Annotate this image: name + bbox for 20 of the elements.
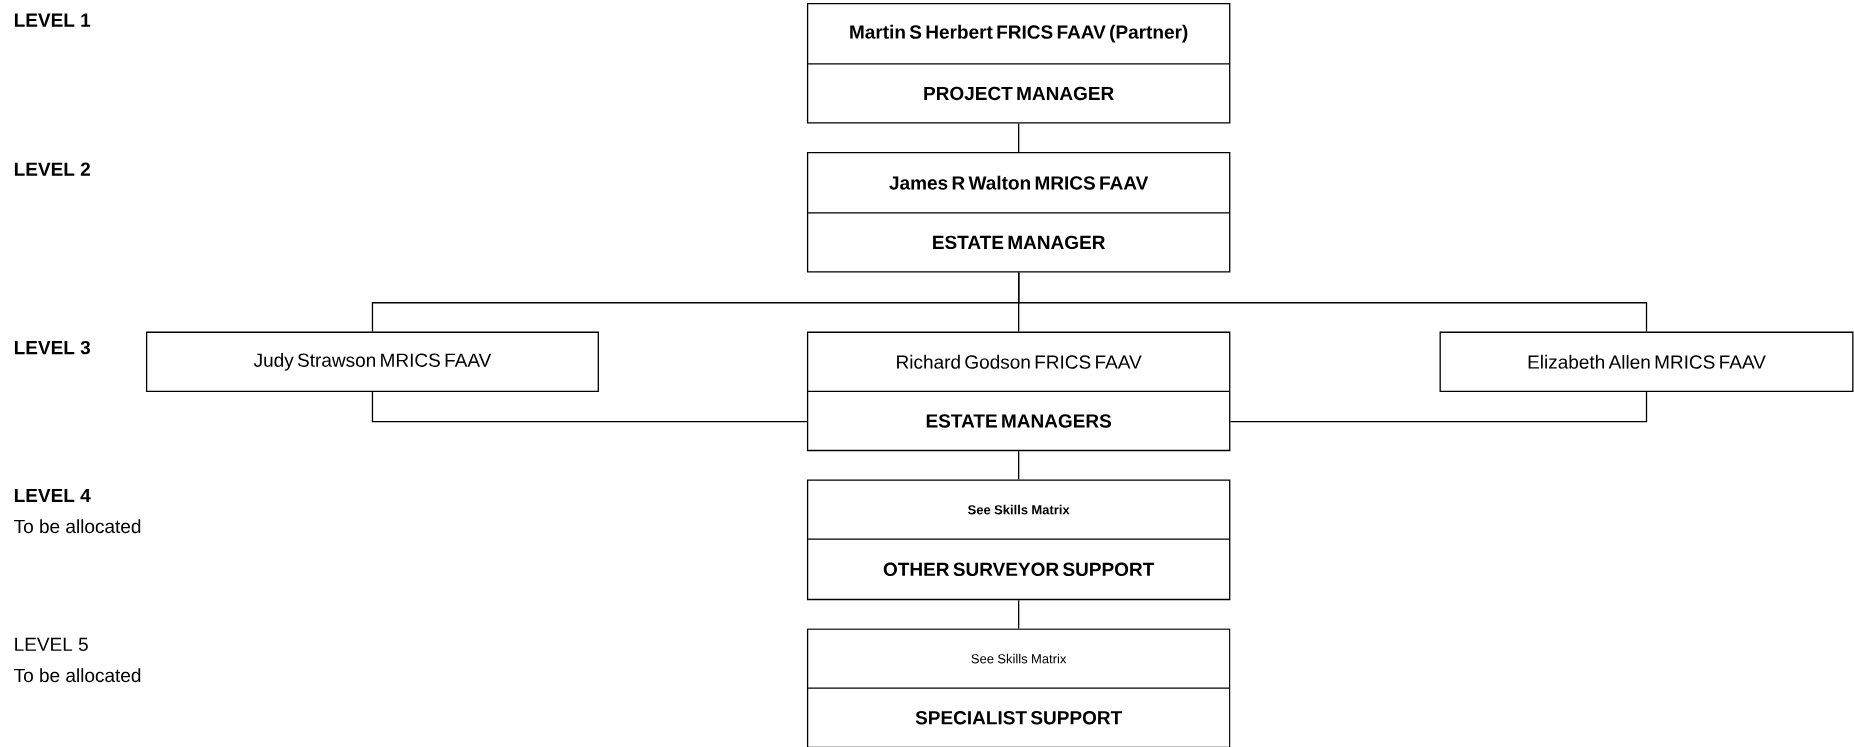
connector-line [1018,450,1020,481]
connector-line [371,391,808,423]
org-box: Judy Strawson MRICS FAAV [145,331,599,393]
org-box: See Skills Matrix OTHER SURVEYOR SUPPORT [806,479,1231,601]
level-label: LEVEL 2 [14,162,90,176]
level-label: LEVEL 5 [15,637,88,652]
connector-line [1018,599,1020,630]
org-box: Martin S Herbert FRICS FAAV (Partner) PROJECT MANAGER [806,2,1231,124]
org-box: See Skills Matrix SPECIALIST SUPPORT [806,628,1231,747]
org-box: Elizabeth Allen MRICS FAAV [1439,331,1854,393]
level-label: To be allocated [14,668,141,683]
level-label: To be allocated [14,519,141,534]
org-box: Richard Godson FRICS FAAV ESTATE MANAGERS [806,331,1231,452]
connector-line [1229,391,1648,423]
level-label: LEVEL 3 [14,340,91,355]
level-label: LEVEL 1 [14,13,91,27]
level-label: LEVEL 4 [14,488,91,502]
connector-line [1018,271,1648,333]
connector-line [1018,122,1020,153]
org-box: James R Walton MRICS FAAV ESTATE MANAGER [806,151,1231,273]
